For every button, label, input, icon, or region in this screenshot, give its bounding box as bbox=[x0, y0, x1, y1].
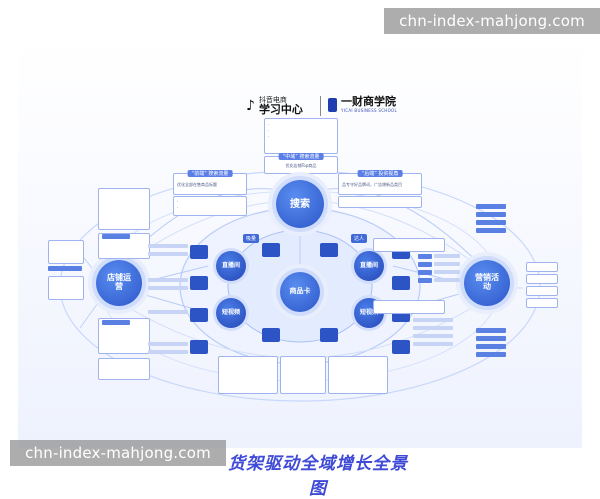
search-mid-box: “中域” 搜索流量 优化店铺Top商品 bbox=[264, 153, 338, 174]
logo-divider bbox=[320, 96, 321, 116]
left-detail-line bbox=[148, 310, 188, 314]
live-room-left-label: 直播间 bbox=[221, 261, 240, 269]
douyin-logo-big-text: 学习中心 bbox=[258, 103, 303, 116]
left-detail-line bbox=[148, 278, 188, 282]
right-info-box bbox=[373, 238, 445, 252]
marketing-item-bar bbox=[476, 328, 506, 333]
right-detail-line bbox=[434, 262, 460, 266]
douyin-logo-small-text: 抖音电商 bbox=[258, 96, 287, 104]
left-highlight-bar bbox=[102, 320, 130, 325]
marketing-item-box bbox=[526, 274, 558, 284]
inner-square bbox=[190, 276, 208, 290]
inner-square bbox=[190, 245, 208, 259]
inner-square bbox=[320, 328, 338, 342]
left-highlight-bar bbox=[48, 266, 82, 271]
short-video-right-label: 短视频 bbox=[359, 308, 378, 316]
left-detail-line bbox=[148, 286, 188, 290]
store-operation-node: 店铺运营 bbox=[96, 260, 142, 306]
diagram-canvas: ♪ 抖音电商 学习中心 一财商学院 YICAI BUSINESS SCHOOL … bbox=[18, 38, 582, 499]
right-detail-line bbox=[434, 254, 460, 258]
left-detail-line bbox=[148, 350, 188, 354]
left-info-box bbox=[98, 188, 150, 230]
search-right-box-line: 品专守好品牌词，广告增新品类目 bbox=[342, 182, 402, 187]
right-detail-line bbox=[413, 326, 453, 330]
right-highlight-bar bbox=[418, 278, 432, 283]
left-info-box bbox=[48, 240, 84, 264]
marketing-item-bar bbox=[476, 336, 506, 341]
search-left-box-line: 优化全部在售商品标题 bbox=[177, 182, 217, 187]
right-info-box bbox=[373, 300, 445, 314]
inner-square bbox=[262, 328, 280, 342]
bottom-info-box bbox=[218, 356, 278, 394]
left-highlight-bar bbox=[102, 234, 130, 239]
right-detail-line bbox=[413, 318, 453, 322]
search-left-box: “前端” 搜索流量 优化全部在售商品标题 bbox=[173, 170, 247, 195]
left-info-box bbox=[98, 358, 150, 380]
store-operation-label: 店铺运营 bbox=[107, 273, 131, 291]
douyin-note-icon: ♪ bbox=[246, 98, 255, 114]
short-video-left-node: 短视频 bbox=[216, 298, 246, 328]
yicai-logo-subtext: YICAI BUSINESS SCHOOL bbox=[341, 108, 398, 113]
marketing-item-box bbox=[526, 286, 558, 296]
short-video-left-label: 短视频 bbox=[221, 308, 240, 316]
search-node: 搜索 bbox=[276, 180, 324, 228]
inner-square bbox=[320, 243, 338, 257]
marketing-item-box bbox=[526, 298, 558, 308]
search-left-box-2: · · bbox=[173, 196, 247, 216]
search-right-box-title: “后端” 投资视角 bbox=[357, 170, 403, 177]
yicai-logo: 一财商学院 YICAI BUSINESS SCHOOL bbox=[328, 96, 397, 113]
live-room-left-node: 直播间 bbox=[216, 251, 246, 281]
inner-square bbox=[392, 340, 410, 354]
search-left-box-title: “前端” 搜索流量 bbox=[187, 170, 233, 177]
search-right-box: “后端” 投资视角 品专守好品牌词，广告增新品类目 bbox=[338, 170, 422, 195]
marketing-item-box bbox=[526, 262, 558, 272]
diagram-caption: 货架驱动全域增长全景图 bbox=[228, 454, 408, 499]
douyin-logo: ♪ 抖音电商 学习中心 bbox=[246, 96, 303, 116]
yicai-mark-icon bbox=[328, 97, 337, 112]
product-card-node: 商品卡 bbox=[280, 272, 320, 312]
marketing-item-bar bbox=[476, 212, 506, 217]
watermark-bottom: chn-index-mahjong.com bbox=[10, 440, 226, 466]
marketing-item-bar bbox=[476, 352, 506, 357]
marketing-item-bar bbox=[476, 344, 506, 349]
inner-square bbox=[262, 243, 280, 257]
live-room-right-node: 直播间 bbox=[354, 251, 384, 281]
right-tag: 达人 bbox=[351, 234, 368, 243]
marketing-activity-label: 营销活动 bbox=[475, 273, 499, 291]
inner-square bbox=[392, 276, 410, 290]
yicai-logo-text: 一财商学院 bbox=[341, 95, 396, 108]
search-top-box: · · · bbox=[264, 118, 338, 154]
marketing-item-bar bbox=[476, 228, 506, 233]
left-detail-line bbox=[148, 252, 188, 256]
marketing-item-bar bbox=[476, 204, 506, 209]
search-mid-box-title: “中域” 搜索流量 bbox=[278, 153, 324, 160]
right-detail-line bbox=[413, 334, 453, 338]
left-detail-line bbox=[148, 342, 188, 346]
inner-square bbox=[190, 340, 208, 354]
bottom-info-box bbox=[328, 356, 388, 394]
marketing-activity-node: 营销活动 bbox=[464, 260, 510, 306]
right-detail-line bbox=[413, 342, 453, 346]
search-right-box-2 bbox=[338, 196, 422, 208]
right-highlight-bar bbox=[418, 262, 432, 267]
right-highlight-bar bbox=[418, 254, 432, 259]
inner-square bbox=[190, 308, 208, 322]
left-detail-line bbox=[148, 244, 188, 248]
watermark-top: chn-index-mahjong.com bbox=[384, 8, 600, 34]
live-room-right-label: 直播间 bbox=[359, 261, 378, 269]
right-detail-line bbox=[434, 270, 460, 274]
right-detail-line bbox=[434, 278, 460, 282]
marketing-item-bar bbox=[476, 220, 506, 225]
left-info-box bbox=[48, 276, 84, 300]
bottom-info-box bbox=[280, 356, 326, 394]
right-highlight-bar bbox=[418, 270, 432, 275]
search-node-label: 搜索 bbox=[290, 198, 310, 210]
search-mid-box-line: 优化店铺Top商品 bbox=[285, 163, 317, 168]
product-card-label: 商品卡 bbox=[289, 287, 311, 296]
left-tag: 吸量 bbox=[243, 234, 260, 243]
